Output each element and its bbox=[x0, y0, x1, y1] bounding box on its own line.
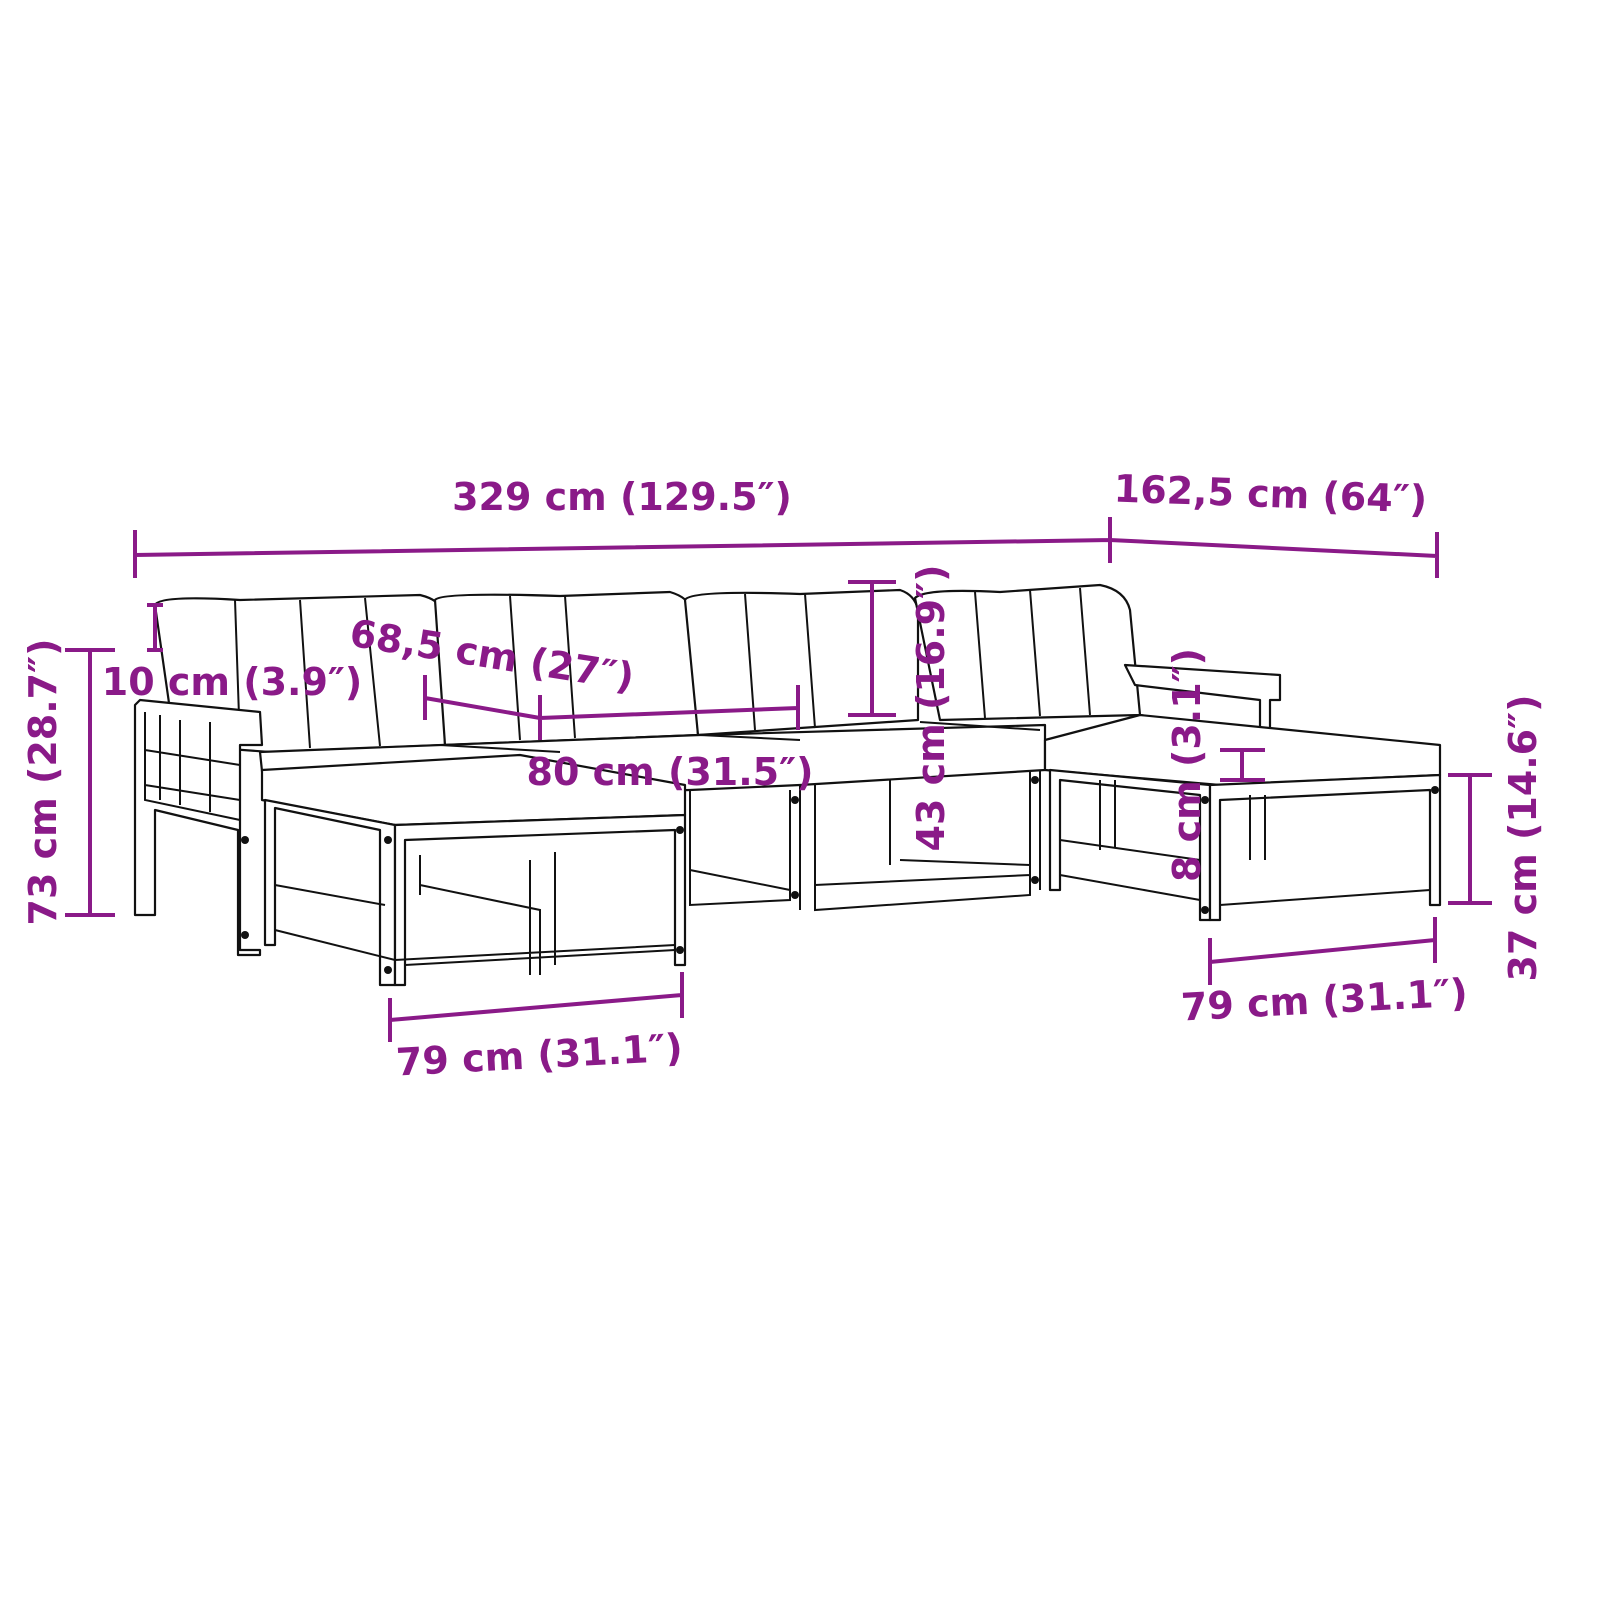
footstool-height-label: 37 cm (14.6″) bbox=[1501, 695, 1545, 982]
backrest-height-label: 43 cm (16.9″) bbox=[909, 565, 953, 852]
armrest-height-label: 10 cm (3.9″) bbox=[102, 660, 363, 704]
cushion-thickness-label: 8 cm (3.1″) bbox=[1165, 648, 1209, 882]
footstool-left-width-label: 79 cm (31.1″) bbox=[395, 1026, 684, 1085]
cushion-seams bbox=[234, 587, 1091, 749]
dimension-labels: 329 cm (129.5″) 162,5 cm (64″) 73 cm (28… bbox=[21, 467, 1545, 1085]
back-cushion-4 bbox=[913, 583, 1142, 722]
footstool-right-width-label: 79 cm (31.1″) bbox=[1180, 971, 1469, 1030]
chaise-width-label: 162,5 cm (64″) bbox=[1113, 467, 1428, 522]
armrest-left bbox=[133, 698, 264, 957]
module-width-label: 80 cm (31.5″) bbox=[527, 750, 814, 794]
total-width-label: 329 cm (129.5″) bbox=[452, 475, 792, 519]
dimension-lines bbox=[65, 517, 1492, 1042]
total-height-label: 73 cm (28.7″) bbox=[21, 639, 65, 926]
